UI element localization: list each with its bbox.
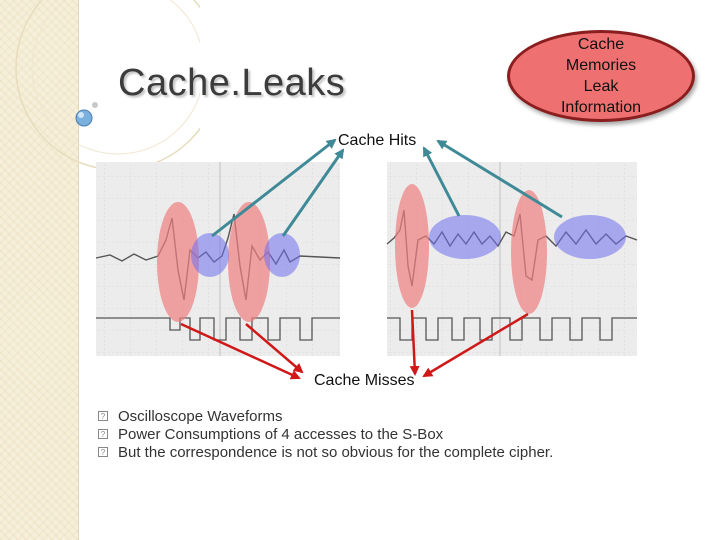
cache-misses-label: Cache Misses [314,372,415,389]
miss-ellipse [511,190,547,314]
badge-line: Memories [565,57,637,74]
bullet-item: ? But the correspondence is not so obvio… [98,443,553,461]
cache-misses-arrows [180,309,529,380]
bullet-text: Power Consumptions of 4 accesses to the … [118,425,444,443]
hits-arrow [211,138,337,238]
bullet-text: Oscilloscope Waveforms [118,407,283,425]
leak-info-badge: Cache Memories Leak Information [507,30,695,122]
miss-ellipse [157,202,199,322]
bullet-text: But the correspondence is not so obvious… [118,443,554,461]
cache-miss-highlights [157,184,547,322]
grey-dot [92,102,98,108]
cache-hits-arrows [211,138,563,238]
hits-arrow [281,148,345,237]
slide-title: Cache.Leaks [118,62,346,104]
misses-arrow [422,312,529,378]
bullet-marker-icon: ? [98,429,108,439]
miss-ellipse [228,202,270,322]
decorative-side-band [0,0,78,540]
misses-arrow [245,323,304,374]
bullet-marker-icon: ? [98,447,108,457]
side-band-divider [78,0,79,540]
bullet-item: ? Power Consumptions of 4 accesses to th… [98,425,553,443]
cache-hits-label: Cache Hits [338,132,417,149]
badge-line: Information [560,99,642,116]
misses-arrow [180,322,301,380]
hits-arrow [436,139,563,219]
badge-line: Cache [577,36,625,53]
blue-dot-highlight [78,112,84,118]
hits-arrow [422,146,461,217]
bullet-item: ? Oscilloscope Waveforms [98,407,553,425]
miss-ellipse [395,184,429,308]
hit-ellipse [191,233,229,277]
cache-hit-highlights [191,215,626,277]
bullet-list: ? Oscilloscope Waveforms ? Power Consump… [98,407,553,461]
badge-line: Leak [583,78,619,95]
bullet-marker-icon: ? [98,411,108,421]
hit-ellipse [554,215,626,259]
misses-arrow [409,309,420,376]
hit-ellipse [264,233,300,277]
hit-ellipse [429,215,501,259]
